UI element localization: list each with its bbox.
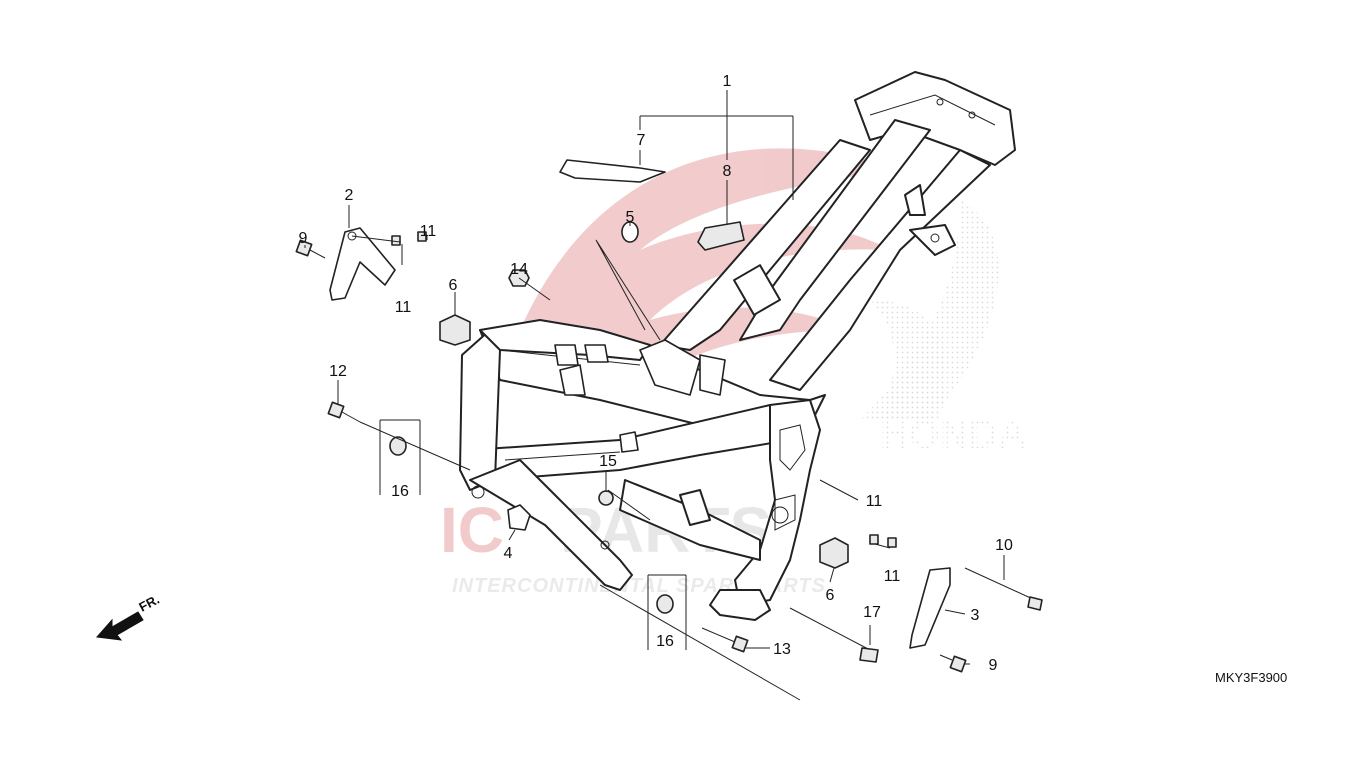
callout-11-a: 11 [420, 223, 437, 240]
callout-16-left: 16 [391, 483, 409, 500]
part-8-emblem [697, 221, 745, 251]
callout-16-lower: 16 [656, 633, 674, 650]
part-12-bolt [327, 401, 361, 423]
part-4-clamp [507, 504, 531, 531]
callout-11-c: 11 [866, 493, 883, 510]
callout-9-upper: 9 [299, 230, 308, 247]
part-15-washer [598, 490, 614, 506]
diagram-code: MKY3F3900 [1215, 670, 1287, 685]
main-frame [459, 71, 1016, 621]
callout-1: 1 [723, 73, 732, 90]
part-17-long-bolt [789, 607, 879, 663]
front-direction-indicator: FR. [95, 592, 162, 641]
part-2-hanger [329, 227, 396, 301]
leader-lines [304, 90, 1005, 701]
part-11-bolt-d [887, 537, 897, 548]
callout-14: 14 [510, 261, 528, 278]
callout-13: 13 [773, 641, 791, 658]
part-11-bolt-c [869, 534, 879, 545]
callout-8: 8 [723, 163, 732, 180]
callout-6-lower: 6 [826, 587, 835, 604]
part-16-collar-lower [656, 594, 674, 614]
part-6-cap-lower [819, 537, 849, 569]
part-6-cap-upper [439, 314, 471, 346]
callout-11-b: 11 [395, 299, 412, 316]
part-13-bolt [701, 627, 749, 653]
front-arrow-icon [95, 611, 144, 641]
part-11-bolt-a [391, 235, 401, 246]
callout-4: 4 [504, 545, 513, 562]
callouts: 1 2 3 4 5 6 6 7 8 9 9 10 11 11 11 11 12 … [299, 73, 1013, 674]
callout-5: 5 [626, 209, 635, 226]
emblem-text: HONDA [880, 413, 1027, 457]
callout-11-d: 11 [884, 568, 901, 585]
callout-7: 7 [637, 132, 646, 149]
part-16-collar-left [389, 436, 407, 456]
callout-2: 2 [345, 187, 354, 204]
watermark-brand-left: IC [440, 494, 504, 566]
callout-10: 10 [995, 537, 1013, 554]
front-label: FR. [136, 592, 162, 615]
callout-3: 3 [971, 607, 980, 624]
callout-17: 17 [863, 604, 881, 621]
part-7-emblem [559, 159, 666, 183]
callout-12: 12 [329, 363, 347, 380]
part-9-bolt-lower [939, 654, 967, 673]
callout-6-upper: 6 [449, 277, 458, 294]
callout-15: 15 [599, 453, 617, 470]
callout-9-lower: 9 [989, 657, 998, 674]
part-11-bolt-b [417, 231, 427, 242]
part-3-hanger [909, 567, 951, 649]
part-10-long-bolt [964, 567, 1043, 611]
part-9-bolt-upper [295, 239, 326, 259]
